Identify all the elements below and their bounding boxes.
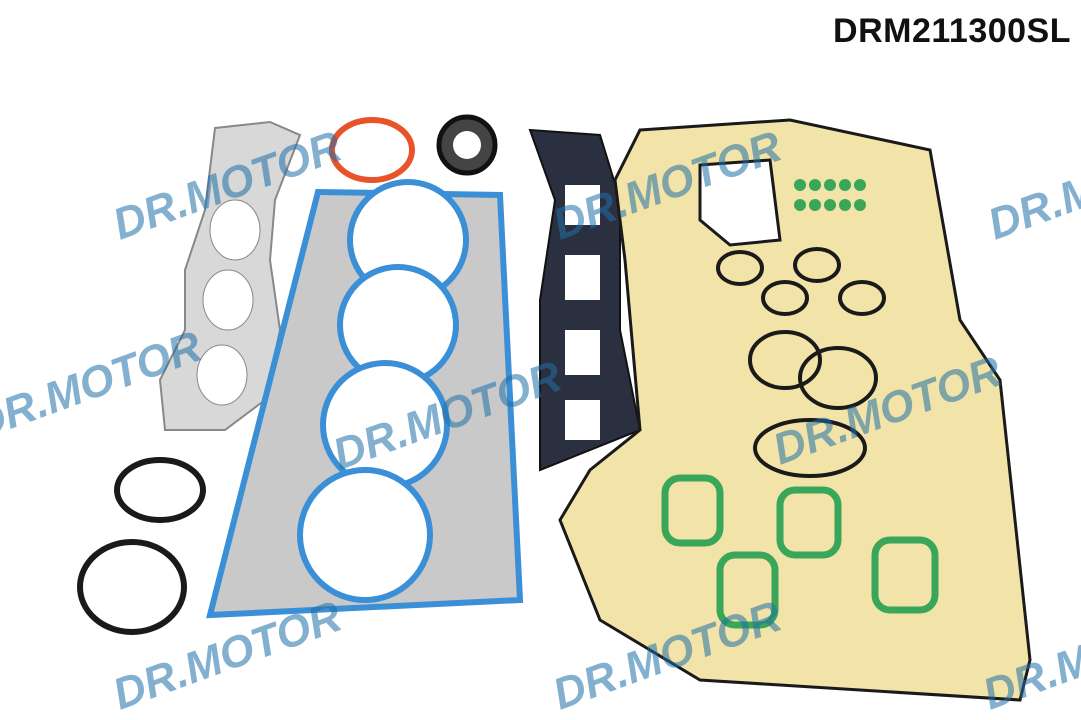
cylinder-head-gasket	[206, 179, 524, 619]
part-number: DRM211300SL	[833, 12, 1071, 50]
small-o-rings	[716, 247, 886, 478]
green-intake-seals	[661, 474, 939, 629]
svg-text:DR.MOTOR: DR.MOTOR	[982, 122, 1081, 250]
o-ring	[77, 539, 187, 635]
orange-o-ring	[329, 117, 415, 183]
valve-stem-seals	[794, 179, 866, 211]
timing-cover-gasket	[558, 118, 1032, 702]
exhaust-manifold-gasket	[158, 120, 302, 431]
o-ring	[114, 457, 206, 523]
